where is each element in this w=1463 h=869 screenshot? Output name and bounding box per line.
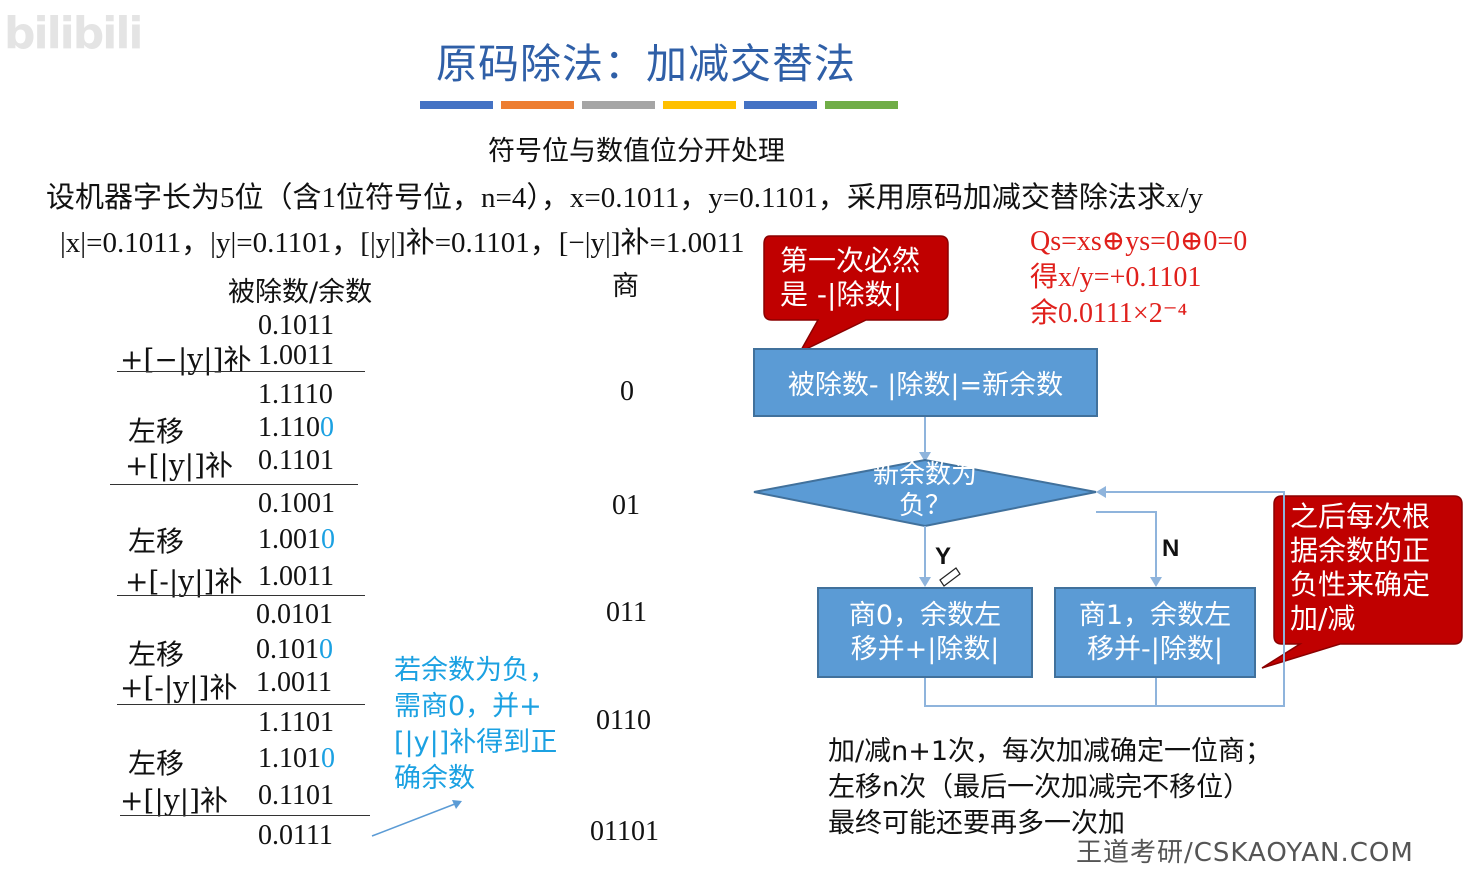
- problem-statement: 设机器字长为5位（含1位符号位，n=4），x=0.1011，y=0.1101，采…: [46, 182, 1203, 214]
- remainder-value: 1.1101: [258, 707, 334, 738]
- flow-yes-label: 商0，余数左移并+|除数|: [848, 599, 1002, 665]
- flow-no-label: 商1，余数左移并-|除数|: [1078, 599, 1232, 665]
- flow-yes-box: 商0，余数左移并+|除数|: [817, 587, 1033, 678]
- operation-label: +[−|y|]补: [120, 343, 252, 376]
- quotient-value: 011: [606, 597, 647, 628]
- operation-label: +[-|y|]补: [120, 671, 238, 704]
- decision-label: 新余数为负？: [872, 460, 977, 521]
- dividend-remainder-header: 被除数/余数: [228, 277, 373, 308]
- color-bar: [501, 101, 574, 109]
- shifted-in-bit: 0: [319, 412, 334, 443]
- color-bar: [825, 101, 898, 109]
- subtitle: 符号位与数值位分开处理: [488, 136, 785, 167]
- flow-start-box: 被除数- |除数|=新余数: [753, 348, 1098, 417]
- quotient-value: 01: [612, 490, 640, 521]
- sum-line: [110, 484, 358, 485]
- summary-line: 最终可能还要再多一次加: [828, 808, 1125, 839]
- absolute-values-line: |x|=0.1011，|y|=0.1101，[|y|]补=0.1101，[−|y…: [60, 227, 745, 259]
- quotient-header: 商: [612, 271, 639, 302]
- color-bar: [663, 101, 736, 109]
- shifted-value: 1.1010: [258, 743, 335, 774]
- footer-watermark: 王道考研/CSKAOYAN.COM: [1076, 838, 1414, 868]
- sum-line: [117, 704, 365, 705]
- quotient-result-line: 得x/y=+0.1101: [1030, 262, 1202, 293]
- callout-first-text: 第一次必然是 -|除数|: [780, 244, 921, 311]
- flow-no-box: 商1，余数左移并-|除数|: [1054, 587, 1256, 678]
- quotient-value: 01101: [590, 816, 659, 847]
- no-label: N: [1162, 535, 1180, 562]
- flow-start-label: 被除数- |除数|=新余数: [787, 370, 1064, 401]
- remainder-value: 0.1001: [258, 488, 335, 519]
- operand-value: 1.0011: [256, 667, 332, 698]
- remainder-result-line: 余0.0111×2⁻⁴: [1030, 298, 1188, 329]
- remainder-value: 0.0101: [256, 599, 333, 630]
- shifted-in-bit: 0: [321, 743, 335, 774]
- color-bar: [582, 101, 655, 109]
- shift-label: 左移: [128, 747, 185, 780]
- quotient-value: 0110: [596, 705, 651, 736]
- shifted-value: 1.1100: [258, 412, 334, 443]
- remainder-value: 0.1011: [258, 310, 334, 341]
- shift-label: 左移: [128, 415, 185, 448]
- result-info: Qs=xs⊕ys=0⊕0=0 得x/y=+0.1101 余0.0111×2⁻⁴: [1030, 224, 1247, 332]
- sum-line: [117, 595, 365, 596]
- summary-line: 加/减n+1次，每次加减确定一位商；: [828, 736, 1273, 767]
- yes-label: Y: [935, 543, 952, 570]
- final-remainder-value: 0.0111: [258, 820, 333, 851]
- summary-notes: 加/减n+1次，每次加减确定一位商； 左移n次（最后一次加减完不移位） 最终可能…: [828, 734, 1272, 842]
- color-bar: [420, 101, 493, 109]
- operand-value: 1.0011: [258, 561, 334, 592]
- sum-line: [120, 815, 370, 816]
- operand-value: 0.1101: [258, 445, 334, 476]
- shift-label: 左移: [128, 638, 185, 671]
- shifted-in-bit: 0: [321, 524, 335, 555]
- bilibili-watermark-logo: bilibili: [4, 8, 143, 59]
- callout-after-text: 之后每次根据余数的正负性来确定加/减: [1290, 500, 1431, 635]
- sign-bit-line: Qs=xs⊕ys=0⊕0=0: [1030, 226, 1248, 257]
- shifted-in-bit: 0: [319, 634, 333, 665]
- operation-label: +[|y|]补: [125, 449, 233, 482]
- sum-line: [117, 371, 365, 372]
- shifted-value: 0.1010: [256, 634, 333, 665]
- remainder-value: 1.1110: [258, 379, 333, 410]
- title-color-bars: [420, 101, 898, 109]
- operand-value: 1.0011: [258, 340, 334, 371]
- summary-line: 左移n次（最后一次加减完不移位）: [828, 772, 1251, 803]
- shift-label: 左移: [128, 525, 185, 558]
- shifted-value: 1.0010: [258, 524, 335, 555]
- quotient-value: 0: [620, 376, 634, 407]
- operation-label: +[|y|]补: [120, 784, 228, 817]
- callout-first-shape: [763, 235, 949, 354]
- color-bar: [744, 101, 817, 109]
- callout-after-shape: [1261, 495, 1463, 669]
- operation-label: +[-|y|]补: [125, 565, 243, 598]
- operand-value: 0.1101: [258, 780, 334, 811]
- slide-title: 原码除法：加减交替法: [436, 40, 856, 88]
- negative-remainder-note: 若余数为负，需商0，并+[|y|]补得到正确余数: [394, 655, 558, 794]
